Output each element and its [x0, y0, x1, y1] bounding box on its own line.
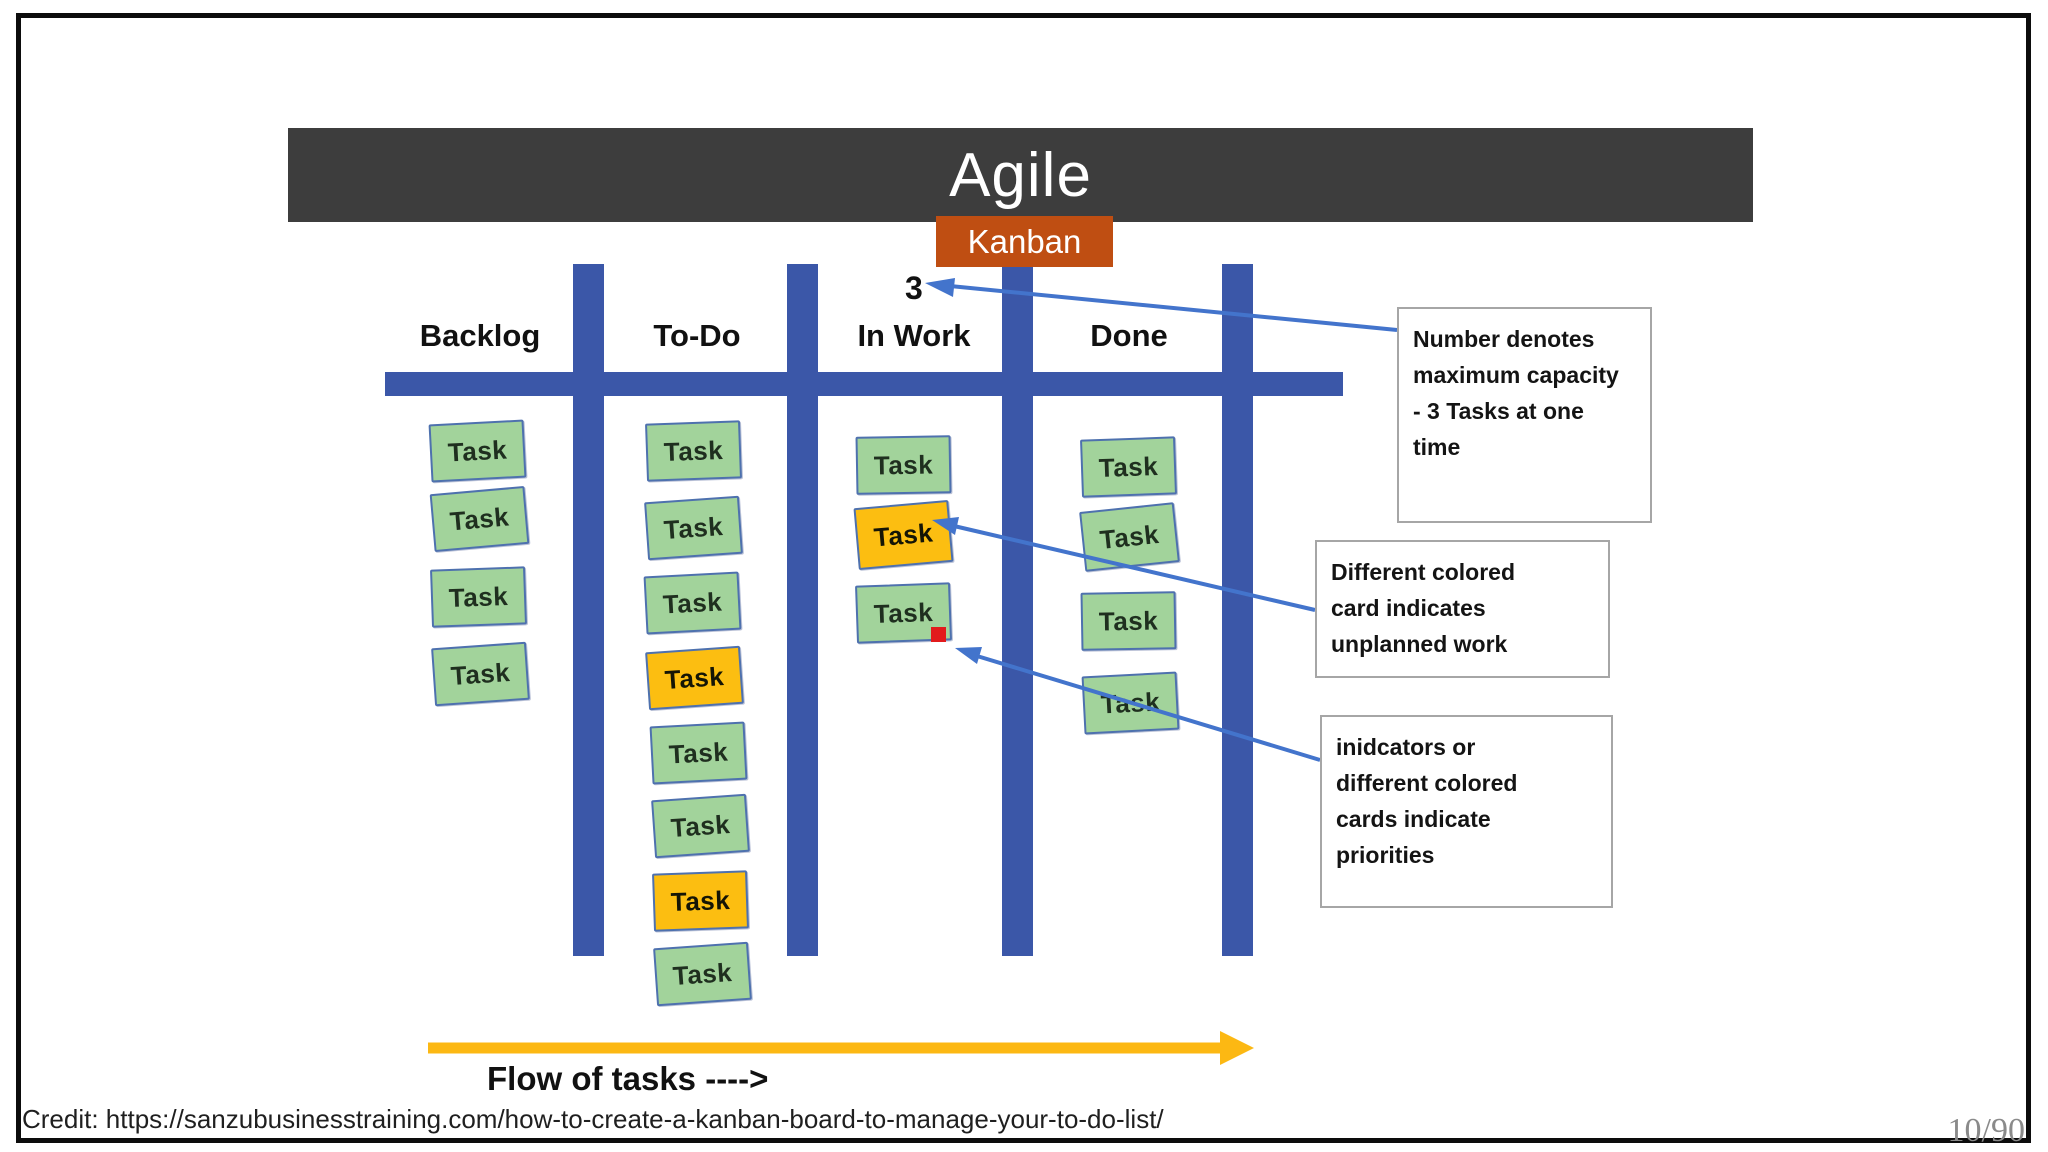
board-divider-3 [1002, 264, 1033, 956]
task-card-label: Task [1098, 518, 1161, 555]
board-divider-4 [1222, 264, 1253, 956]
board-divider-1 [573, 264, 604, 956]
column-header-backlog: Backlog [419, 318, 541, 353]
annotation-text: inidcators or different colored cards in… [1336, 734, 1518, 868]
slide-title: Agile [949, 140, 1092, 210]
task-card-label: Task [873, 596, 934, 629]
wip-limit-number: 3 [905, 270, 923, 306]
task-card-todo-5: Task [649, 721, 748, 785]
task-card-label: Task [1100, 685, 1161, 720]
task-card-label: Task [872, 516, 935, 553]
priority-flag-red-square [931, 627, 946, 642]
column-header-todo: To-Do [653, 318, 741, 353]
task-card-todo-3: Task [643, 571, 742, 635]
task-card-label: Task [663, 434, 724, 467]
task-card-label: Task [671, 956, 734, 991]
task-card-label: Task [662, 585, 723, 620]
task-card-label: Task [447, 433, 508, 468]
annotation-unplanned-work: Different colored card indicates unplann… [1315, 540, 1610, 678]
task-card-backlog-2: Task [429, 485, 530, 553]
task-card-todo-7-unplanned: Task [652, 870, 749, 932]
task-card-backlog-4: Task [431, 641, 530, 707]
task-card-backlog-3: Task [430, 566, 527, 628]
kanban-badge: Kanban [936, 216, 1113, 267]
task-card-label: Task [1098, 604, 1159, 637]
credit-line: Credit: https://sanzubusinesstraining.co… [22, 1104, 1164, 1134]
kanban-badge-label: Kanban [967, 222, 1082, 260]
task-card-label: Task [668, 735, 729, 770]
task-card-todo-1: Task [645, 420, 742, 482]
task-card-done-3: Task [1080, 591, 1177, 651]
flow-of-tasks-label: Flow of tasks ----> [487, 1060, 769, 1097]
task-card-label: Task [663, 660, 726, 695]
task-card-label: Task [662, 510, 725, 545]
task-card-label: Task [669, 808, 732, 843]
annotation-priorities: inidcators or different colored cards in… [1320, 715, 1613, 908]
board-divider-2 [787, 264, 818, 956]
task-card-backlog-1: Task [428, 419, 527, 483]
task-card-done-1: Task [1080, 436, 1177, 498]
task-card-label: Task [448, 500, 511, 537]
task-card-done-2: Task [1079, 502, 1180, 572]
task-card-label: Task [1098, 450, 1159, 483]
task-card-label: Task [449, 656, 512, 691]
task-card-todo-6: Task [651, 793, 750, 859]
task-card-label: Task [448, 580, 509, 613]
column-header-done: Done [1090, 318, 1168, 353]
annotation-text: Number denotes maximum capacity - 3 Task… [1413, 326, 1619, 460]
task-card-inwork-2-unplanned: Task [853, 499, 954, 571]
task-card-inwork-1: Task [855, 435, 952, 495]
task-card-done-4: Task [1081, 671, 1180, 735]
task-card-label: Task [873, 448, 934, 481]
annotation-text: Different colored card indicates unplann… [1331, 559, 1516, 657]
task-card-todo-4-unplanned: Task [645, 645, 744, 711]
title-bar: Agile [288, 128, 1753, 222]
column-header-inwork: In Work [857, 318, 971, 353]
annotation-wip-limit: Number denotes maximum capacity - 3 Task… [1397, 307, 1652, 523]
task-card-label: Task [670, 884, 731, 917]
task-card-todo-2: Task [644, 495, 743, 561]
page-number: 10/90 [1947, 1112, 2025, 1149]
board-header-rule [385, 372, 1343, 396]
task-card-todo-8: Task [653, 941, 752, 1007]
